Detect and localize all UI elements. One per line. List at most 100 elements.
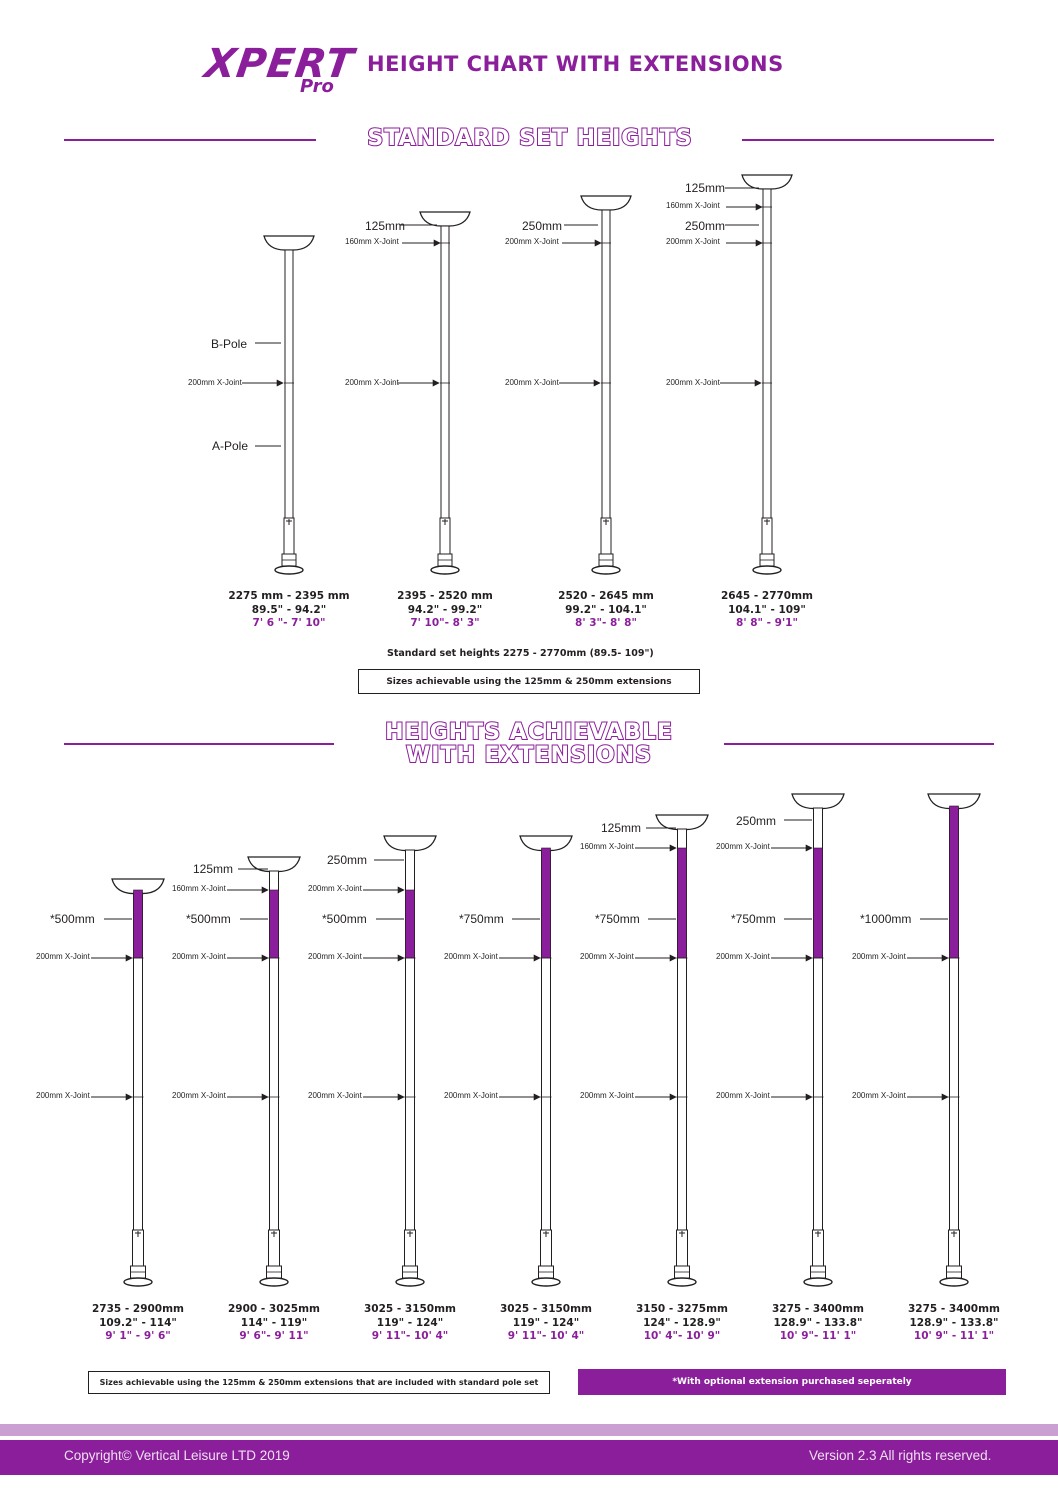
extension-label: *750mm (731, 912, 776, 926)
joint-label: 200mm X-Joint (505, 237, 559, 246)
pole-base (395, 1277, 425, 1287)
a-pole-label: A-Pole (212, 439, 249, 453)
joint-label: 200mm X-Joint (852, 1091, 906, 1100)
b-pole-label: B-Pole (211, 337, 248, 351)
joint-label: 160mm X-Joint (580, 842, 634, 851)
footer-version: Version 2.3 All rights reserved. (809, 1448, 992, 1463)
joint-label: 200mm X-Joint (308, 884, 362, 893)
extension-label: *750mm (595, 912, 640, 926)
brand-logo-sub: Pro (300, 76, 334, 97)
extension-segment (133, 889, 143, 959)
extension-label: 250mm (522, 219, 563, 233)
joint-label: 200mm X-Joint (444, 1091, 498, 1100)
pole-caption: 2735 - 2900mm 109.2" - 114" 9' 1" - 9' 6… (92, 1303, 184, 1342)
pole-top-dome (263, 235, 315, 251)
pole-base (274, 565, 304, 575)
joint-label: 200mm X-Joint (444, 952, 498, 961)
footer-accent-bar (0, 1424, 1058, 1436)
section-rule-left (64, 139, 316, 141)
section-title-extensions: HEIGHTS ACHIEVABLE WITH EXTENSIONS (334, 720, 724, 769)
pole-base (752, 565, 782, 575)
pole-base (259, 1277, 289, 1287)
extension-segment (405, 889, 415, 959)
pole-base (430, 565, 460, 575)
pole-caption: 3275 - 3400mm 128.9" - 133.8" 10' 9" - 1… (908, 1303, 1000, 1342)
extension-segment (269, 889, 279, 959)
pole-top-dome (580, 195, 632, 211)
footer-bar (0, 1440, 1058, 1475)
pole-diagram (91, 174, 981, 1287)
extension-label: *500mm (322, 912, 367, 926)
pole-base (803, 1277, 833, 1287)
section-title-line1: HEIGHTS ACHIEVABLE (384, 720, 673, 745)
joint-label: 200mm X-Joint (852, 952, 906, 961)
pole-caption: 2395 - 2520 mm 94.2" - 99.2" 7' 10"- 8' … (397, 590, 493, 629)
included-extensions-box: Sizes achievable using the 125mm & 250mm… (88, 1371, 550, 1394)
extension-label: 125mm (685, 181, 726, 195)
joint-label: 200mm X-Joint (505, 378, 559, 387)
joint-label: 200mm X-Joint (580, 952, 634, 961)
pole-base (123, 1277, 153, 1287)
extension-label: 125mm (193, 862, 234, 876)
joint-label: 200mm X-Joint (308, 952, 362, 961)
joint-label: 200mm X-Joint (172, 1091, 226, 1100)
extension-label: 250mm (736, 814, 777, 828)
joint-label: 200mm X-Joint (345, 378, 399, 387)
extension-label: 250mm (327, 853, 368, 867)
joint-label: 200mm X-Joint (666, 237, 720, 246)
joint-label: 200mm X-Joint (36, 952, 90, 961)
joint-label: 200mm X-Joint (36, 1091, 90, 1100)
pole-base (531, 1277, 561, 1287)
pole-top-dome (419, 211, 471, 227)
pole-caption: 3025 - 3150mm 119" - 124" 9' 11"- 10' 4" (500, 1303, 592, 1342)
joint-label: 160mm X-Joint (666, 201, 720, 210)
section-rule-right (724, 743, 994, 745)
pole-base (667, 1277, 697, 1287)
extension-segment (949, 805, 959, 959)
extension-label: 125mm (601, 821, 642, 835)
pole-caption: 3150 - 3275mm 124" - 128.9" 10' 4"- 10' … (636, 1303, 728, 1342)
joint-label: 160mm X-Joint (172, 884, 226, 893)
page-title: HEIGHT CHART WITH EXTENSIONS (367, 52, 784, 76)
extension-segment (541, 847, 551, 959)
pole-shaft (440, 225, 450, 519)
extension-segment (813, 847, 823, 959)
footer-copyright: Copyright© Vertical Leisure LTD 2019 (64, 1448, 290, 1463)
pole-caption: 3275 - 3400mm 128.9" - 133.8" 10' 9"- 11… (772, 1303, 864, 1342)
joint-label: 200mm X-Joint (716, 842, 770, 851)
section-rule-right (742, 139, 994, 141)
standard-note: Standard set heights 2275 - 2770mm (89.5… (387, 648, 654, 659)
section-title-standard: STANDARD SET HEIGHTS (366, 126, 693, 151)
joint-label: 200mm X-Joint (188, 378, 242, 387)
pole-caption: 3025 - 3150mm 119" - 124" 9' 11"- 10' 4" (364, 1303, 456, 1342)
pole-caption: 2900 - 3025mm 114" - 119" 9' 6"- 9' 11" (228, 1303, 320, 1342)
pole-shaft (284, 249, 294, 519)
pole-caption: 2520 - 2645 mm 99.2" - 104.1" 8' 3"- 8' … (558, 590, 654, 629)
pole-top-dome (383, 835, 437, 852)
pole-shaft (601, 209, 611, 519)
extension-label: *1000mm (860, 912, 912, 926)
pole-base (591, 565, 621, 575)
extension-label: *750mm (459, 912, 504, 926)
joint-label: 200mm X-Joint (716, 1091, 770, 1100)
optional-extension-box: *With optional extension purchased seper… (578, 1369, 1006, 1395)
joint-label: 200mm X-Joint (172, 952, 226, 961)
extension-label: *500mm (50, 912, 95, 926)
joint-label: 160mm X-Joint (345, 237, 399, 246)
section-title-line2: WITH EXTENSIONS (405, 743, 652, 769)
section-rule-left (64, 743, 334, 745)
pole-top-dome (655, 814, 709, 831)
extension-label: 125mm (365, 219, 406, 233)
pole-shaft (762, 188, 772, 519)
joint-label: 200mm X-Joint (666, 378, 720, 387)
extension-label: *500mm (186, 912, 231, 926)
joint-label: 200mm X-Joint (716, 952, 770, 961)
joint-label: 200mm X-Joint (580, 1091, 634, 1100)
standard-box: Sizes achievable using the 125mm & 250mm… (358, 669, 700, 694)
pole-top-dome (791, 793, 845, 810)
pole-caption: 2275 mm - 2395 mm 89.5" - 94.2" 7' 6 "- … (228, 590, 350, 629)
pole-caption: 2645 - 2770mm 104.1" - 109" 8' 8" - 9'1" (721, 590, 813, 629)
pole-top-dome (741, 174, 793, 190)
pole-base (939, 1277, 969, 1287)
joint-label: 200mm X-Joint (308, 1091, 362, 1100)
